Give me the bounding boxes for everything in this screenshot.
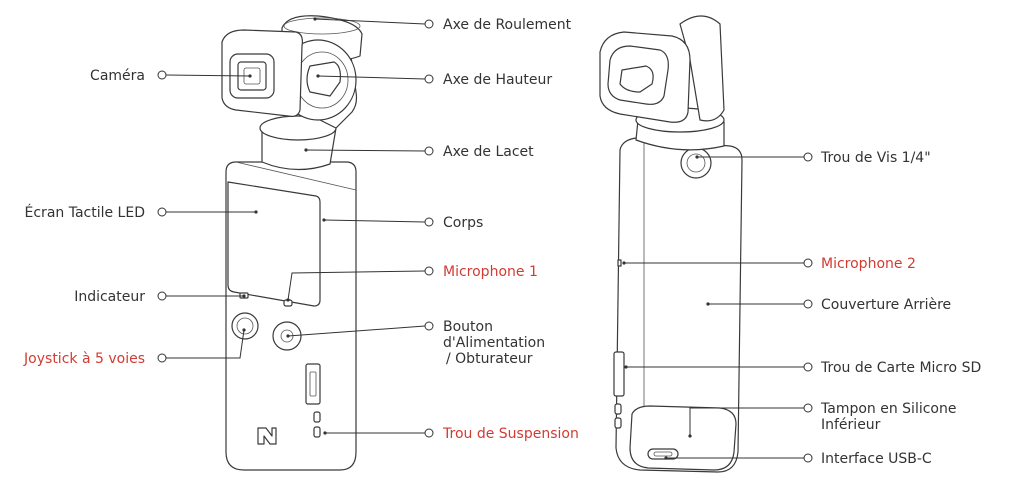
label-axe-hauteur: Axe de Hauteur: [443, 72, 552, 88]
usb-c-port: [647, 448, 679, 460]
back-arm: [679, 15, 725, 122]
label-corps: Corps: [443, 215, 483, 231]
label-bouton-line-2: d'Alimentation: [443, 335, 545, 351]
label-tampon-line-1: Tampon en Silicone: [820, 401, 956, 417]
tripod-screw-hole: [680, 147, 712, 179]
brand-logo: [257, 427, 277, 445]
label-trou-suspension: Trou de Suspension: [442, 426, 579, 442]
label-axe-roulement: Axe de Roulement: [443, 17, 572, 33]
front-touch-screen: [227, 181, 321, 307]
back-body: [615, 137, 743, 473]
back-leaders: [622, 152, 813, 463]
label-trou-vis: Trou de Vis 1/4": [820, 150, 931, 166]
label-carte-sd: Trou de Carte Micro SD: [820, 360, 981, 376]
suspension-hole-1: [313, 411, 321, 423]
label-tampon-line-2: Inférieur: [821, 417, 881, 433]
label-couverture-arriere: Couverture Arrière: [821, 297, 951, 313]
back-view-device: [599, 15, 743, 473]
bottom-silicone-pad: [629, 405, 737, 471]
joystick: [231, 312, 259, 340]
label-axe-lacet: Axe de Lacet: [443, 144, 534, 160]
front-view-device: [221, 15, 363, 471]
label-ecran-tactile: Écran Tactile LED: [25, 204, 145, 221]
label-joystick: Joystick à 5 voies: [23, 351, 145, 367]
label-camera: Caméra: [90, 68, 145, 84]
suspension-hole-2: [313, 426, 321, 438]
label-bouton-line-1: Bouton: [443, 319, 493, 335]
micro-sd-slot: [613, 351, 625, 397]
label-indicateur: Indicateur: [74, 289, 145, 305]
front-right-leaders: [286, 17, 434, 438]
front-left-leaders: [157, 70, 258, 363]
side-port: [305, 363, 321, 405]
label-usb-c: Interface USB-C: [821, 451, 932, 467]
label-microphone-2: Microphone 2: [821, 256, 916, 272]
label-microphone-1: Microphone 1: [443, 264, 538, 280]
label-bouton-line-3: / Obturateur: [446, 351, 533, 367]
microphone-2-hole: [617, 259, 622, 267]
